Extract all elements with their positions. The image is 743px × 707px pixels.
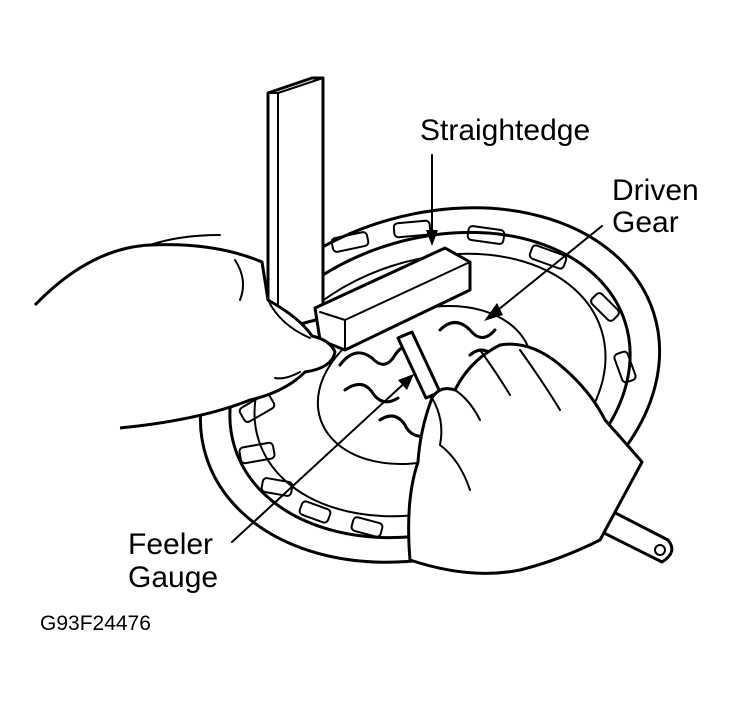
feeler-gauge-leader — [231, 377, 411, 543]
straightedge-arrowhead — [426, 230, 438, 246]
straightedge-block — [313, 246, 472, 352]
figure-code: G93F24476 — [40, 612, 151, 635]
feeler-gauge-arrowhead — [398, 374, 414, 390]
driven-gear-leader — [487, 225, 603, 319]
feeler-gauge-label-line1: Feeler — [128, 528, 214, 561]
driven-gear-arrowhead — [484, 303, 503, 321]
left-hand — [33, 234, 337, 430]
feeler-gauge-label-line2: Gauge — [128, 561, 219, 594]
leader-lines — [231, 154, 603, 543]
feeler-gauge — [396, 330, 442, 400]
straightedge-label: Straightedge — [420, 114, 591, 147]
right-hand — [407, 342, 644, 575]
driven-gear-label-line1: Driven — [612, 174, 699, 207]
driven-gear-label-line2: Gear — [612, 206, 679, 239]
straightedge-bar — [266, 76, 325, 332]
